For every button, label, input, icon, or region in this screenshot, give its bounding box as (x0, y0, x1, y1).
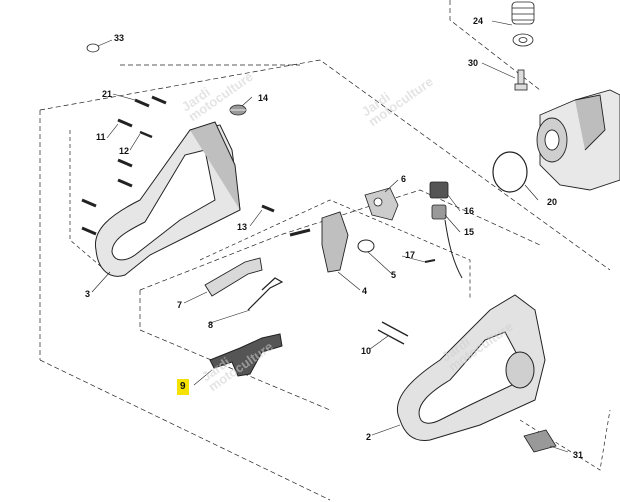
part-label-20[interactable]: 20 (547, 197, 558, 207)
part-10-spring (377, 321, 409, 345)
part-17-clip (424, 259, 436, 263)
part-2-front-cover (396, 294, 546, 441)
part-31-label (523, 429, 557, 453)
part-6-bracket (364, 187, 399, 221)
frame-line (39, 59, 611, 271)
part-label-17[interactable]: 17 (405, 250, 416, 260)
part-label-9-highlighted[interactable]: 9 (177, 379, 189, 395)
pin-part (289, 228, 311, 237)
part-label-4[interactable]: 4 (362, 286, 368, 296)
part-label-11[interactable]: 11 (96, 132, 106, 142)
part-24-spring (511, 1, 535, 47)
part-9-lockout (209, 333, 283, 377)
part-label-16[interactable]: 16 (464, 206, 475, 216)
part-label-2[interactable]: 2 (366, 432, 372, 442)
part-label-33[interactable]: 33 (114, 33, 125, 43)
leader-lines (91, 20, 569, 453)
part-3-handle-housing (94, 121, 241, 277)
part-label-7[interactable]: 7 (177, 300, 183, 310)
part-33-oring (86, 43, 100, 53)
part-label-24[interactable]: 24 (473, 16, 484, 26)
engine-assembly (536, 89, 620, 191)
part-label-12[interactable]: 12 (119, 146, 130, 156)
part-label-21[interactable]: 21 (102, 89, 113, 99)
part-label-3[interactable]: 3 (85, 289, 91, 299)
part-label-31[interactable]: 31 (573, 450, 584, 460)
part-label-13[interactable]: 13 (237, 222, 248, 232)
part-5-spring (357, 239, 375, 253)
part-15-wire (444, 219, 463, 279)
part-label-6[interactable]: 6 (401, 174, 407, 184)
part-label-15[interactable]: 15 (464, 227, 475, 237)
part-8-spring (247, 277, 284, 311)
part-4-lever (321, 211, 349, 273)
part-30-bolt (514, 69, 528, 91)
part-label-10[interactable]: 10 (361, 346, 372, 356)
part-20-ring (492, 151, 528, 193)
part-label-8[interactable]: 8 (208, 320, 214, 330)
part-16-switch (429, 181, 449, 220)
part-label-5[interactable]: 5 (391, 270, 397, 280)
screws-group (81, 95, 275, 236)
part-7-trigger (204, 257, 263, 297)
part-label-30[interactable]: 30 (468, 58, 479, 68)
part-14-knob (229, 104, 247, 116)
part-label-14[interactable]: 14 (258, 93, 269, 103)
